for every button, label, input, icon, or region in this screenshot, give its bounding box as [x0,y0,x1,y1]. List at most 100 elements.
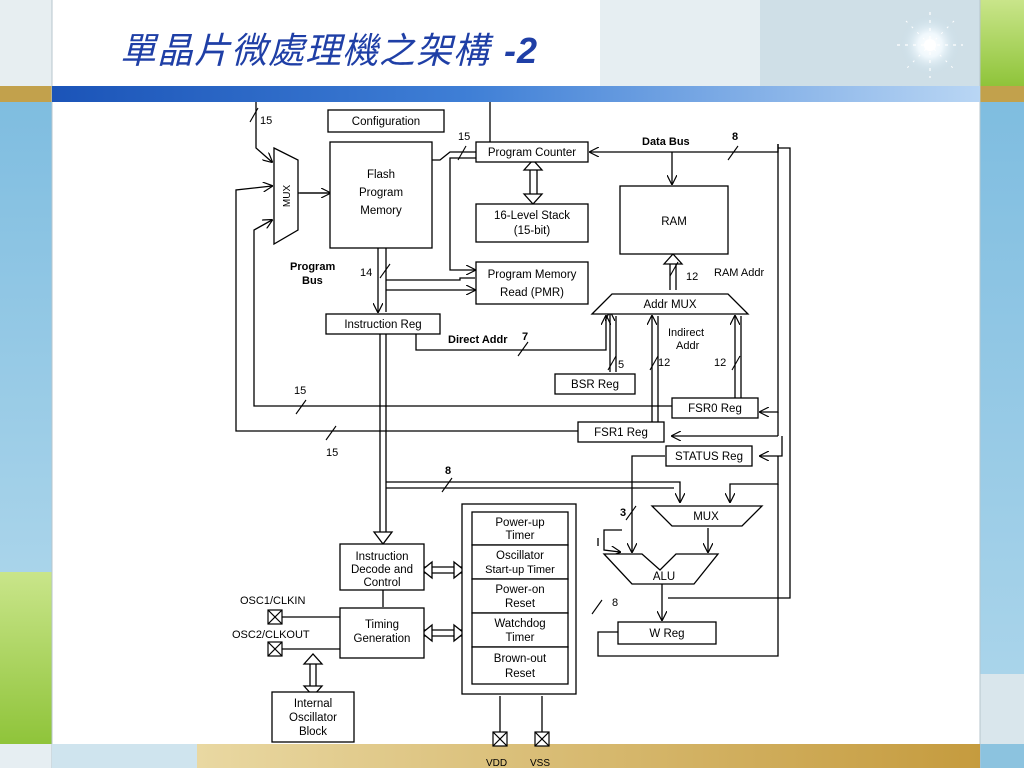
bsr-reg-label: BSR Reg [571,379,619,391]
program-bus-label-2: Bus [302,275,323,287]
width-decode-bus: 8 [445,465,451,477]
internal-oscillator-box [271,691,355,743]
instruction-reg-label: Instruction Reg [344,319,421,331]
stack-label-1: 16-Level Stack [494,210,570,222]
program-counter-label: Program Counter [488,147,576,159]
bus-width-ticks [249,107,741,615]
indirect-label-2: Addr [676,340,700,352]
ram-addr-label: RAM Addr [714,267,764,279]
width-data-bus: 8 [732,131,738,143]
block-diagram: Configuration Flash Program Memory MUX P… [232,102,791,768]
data-bus-label: Data Bus [642,136,690,148]
width-alu-in: 3 [620,507,626,519]
bsr-reg-box [554,373,636,395]
status-reg-label: STATUS Reg [675,451,743,463]
program-mux-label: MUX [282,185,293,208]
power-on-reset-box [471,578,569,614]
decode-label-3: Control [363,577,400,589]
osc1-pin-icon [267,609,283,625]
alu-label: ALU [653,571,675,583]
power-up-timer-box [471,511,569,546]
ram-label: RAM [661,216,687,228]
title-bar [52,86,980,102]
brownout-label-1: Brown-out [494,653,547,665]
osc1-label: OSC1/CLKIN [240,595,305,607]
instruction-reg-box [325,313,441,335]
fsr0-reg-box [671,397,759,419]
fsr1-reg-box [577,421,665,443]
fsr0-reg-label: FSR0 Reg [688,403,742,415]
configuration-box [327,109,445,133]
decode-label-2: Decode and [351,564,413,576]
osc-block-label-2: Oscillator [289,712,337,724]
addr-mux-label: Addr MUX [643,299,696,311]
watchdog-timer-box [471,612,569,648]
program-counter-box [475,141,589,163]
width-program-bus: 14 [360,267,372,279]
timing-generation-box [339,607,425,659]
brownout-label-2: Reset [505,668,536,680]
program-bus-label-1: Program [290,261,335,273]
flash-memory-box [329,141,433,249]
watchdog-label-2: Timer [506,632,535,644]
slide-title: 單晶片微處理機之架構 -2 [120,22,538,74]
mux-shape [650,505,764,527]
width-pc-in: 15 [260,115,272,127]
addr-mux-shape [590,293,750,315]
slide-title-suffix: -2 [504,30,539,71]
pin-icons [267,609,550,747]
width-w-loop: 8 [612,597,618,609]
program-mux-shape [273,146,299,246]
powerup-label-2: Timer [506,530,535,542]
instruction-decode-box [339,543,425,591]
diagram-shapes [271,109,764,743]
osc-block-label-1: Internal [294,698,332,710]
osc2-pin-icon [267,641,283,657]
oscstart-label-1: Oscillator [496,550,544,562]
decode-label-1: Instruction [355,551,408,563]
width-left-bus-2: 15 [326,447,338,459]
vss-label: VSS [530,758,550,768]
width-ram-addr: 12 [686,271,698,283]
alu-shape [602,553,720,585]
w-reg-label: W Reg [649,628,684,640]
status-reg-box [665,445,753,467]
oscstart-label-2: Start-up Timer [485,564,555,576]
osc-block-label-3: Block [299,726,327,738]
stack-box [475,203,589,243]
flash-label-1: Flash [367,169,395,181]
pmr-label-2: Read (PMR) [500,287,564,299]
brown-out-reset-box [471,646,569,685]
poweron-label-2: Reset [505,598,536,610]
flash-label-3: Memory [360,205,402,217]
width-left-bus-1: 15 [294,385,306,397]
timing-label-2: Generation [354,633,411,645]
width-fsr1: 12 [658,357,670,369]
vdd-pin-icon [492,731,508,747]
wires [235,102,791,732]
poweron-label-1: Power-on [495,584,544,596]
width-pc-flash: 15 [458,131,470,143]
watchdog-label-1: Watchdog [494,618,545,630]
w-reg-box [617,621,717,645]
ram-box [619,185,729,255]
oscillator-startup-box [471,544,569,580]
vdd-label: VDD [486,758,507,768]
direct-addr-label: Direct Addr [448,334,508,346]
configuration-label: Configuration [352,116,420,128]
osc2-label: OSC2/CLKOUT [232,629,310,641]
pmr-label-1: Program Memory [488,269,577,281]
slide-title-text: 單晶片微處理機之架構 [120,31,491,72]
timing-label-1: Timing [365,619,399,631]
pmr-box [475,261,589,305]
mux-label: MUX [693,511,719,523]
fsr1-reg-label: FSR1 Reg [594,427,648,439]
indirect-label-1: Indirect [668,327,704,339]
width-fsr0: 12 [714,357,726,369]
sparkle-icon [897,12,963,78]
width-bsr: 5 [618,359,624,371]
flash-label-2: Program [359,187,403,199]
vss-pin-icon [534,731,550,747]
width-direct-addr: 7 [522,331,528,343]
